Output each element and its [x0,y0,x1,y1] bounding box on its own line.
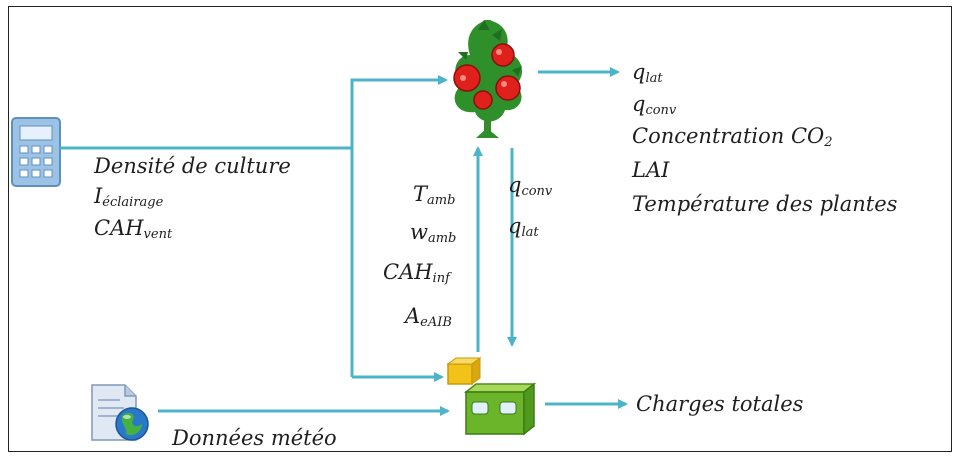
input-density-label: Densité de culture [94,154,291,178]
cah-inf-label: CAHinf [383,260,450,286]
diagram-frame [8,6,952,452]
output-plant-temp: Température des plantes [632,192,898,216]
output-lai: LAI [632,158,670,182]
q-lat-label: qlat [508,214,539,240]
tomato-plant-icon [453,20,523,138]
to-plant-arrow [350,75,448,377]
building-block-icon [446,357,537,436]
t-amb-label: Tamb [413,182,456,208]
q-conv-label: qconv [508,173,553,199]
input-lighting-label: Iéclairage [94,184,164,210]
calculator-icon [11,117,61,187]
weather-data-icon [91,384,149,441]
output-q-conv: qconv [632,92,677,118]
w-amb-label: wamb [410,220,457,246]
total-loads-label: Charges totales [636,392,804,416]
output-co2: Concentration CO2 [632,124,833,150]
weather-data-label: Données météo [172,426,337,450]
input-ventilation-label: CAHvent [94,216,173,242]
a-eaib-label: AeAIB [405,304,452,330]
output-q-lat: qlat [632,60,663,86]
